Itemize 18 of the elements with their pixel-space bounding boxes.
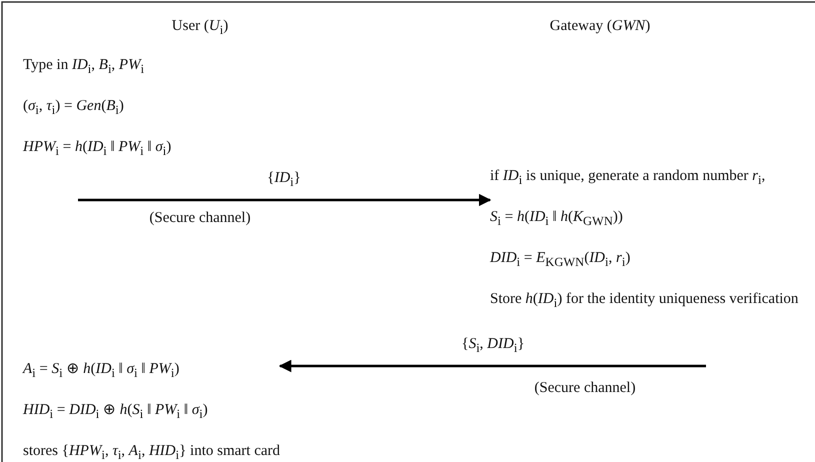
participant-heading: Gateway (GWN): [550, 16, 650, 36]
formula-line: Type in ID$_{i}$, B$_{i}$, PW$_{i}$: [23, 56, 146, 78]
formula-line: (σ$_{i}$, τ$_{i}$) = Gen(B$_{i}$): [23, 97, 125, 119]
message-arrow: [278, 360, 706, 372]
formula-line: S$_{i}$ = h(ID$_{i}$ ‖ h(K$_{GWN}$)): [490, 208, 624, 230]
edge-label: {ID$_{i}$}: [267, 169, 301, 191]
channel-note: (Secure channel): [149, 209, 251, 228]
message-arrow: [78, 194, 492, 206]
formula-line: DID$_{i}$ = E$_{K}$$_{GWN}$(ID$_{i}$, r$_{i}$): [490, 249, 632, 271]
formula-line: HPW$_{i}$ = h(ID$_{i}$ ‖ PW$_{i}$ ‖ σ$_{i}$): [23, 138, 172, 160]
channel-note: (Secure channel): [534, 379, 636, 398]
formula-line: A$_{i}$ = S$_{i}$ ⊕ h(ID$_{i}$ ‖ σ$_{i}$ ‖ PW$_{i}$): [23, 360, 180, 382]
participant-heading: User (U$_{i}$): [172, 16, 228, 40]
formula-line: HID$_{i}$ = DID$_{i}$ ⊕ h(S$_{i}$ ‖ PW$_{i}$ ‖ σ$_{i}$): [23, 401, 209, 423]
formula-line: Store h(ID$_{i}$) for the identity uniqueness verification: [490, 290, 798, 312]
formula-line: stores {HPW$_{i}$, τ$_{i}$, A$_{i}$, HID$_{i}$} into smart card: [23, 442, 280, 462]
edge-label: {S$_{i}$, DID$_{i}$}: [462, 335, 525, 357]
formula-line: if ID$_{i}$ is unique, generate a random number r$_{i}$,: [490, 167, 766, 189]
